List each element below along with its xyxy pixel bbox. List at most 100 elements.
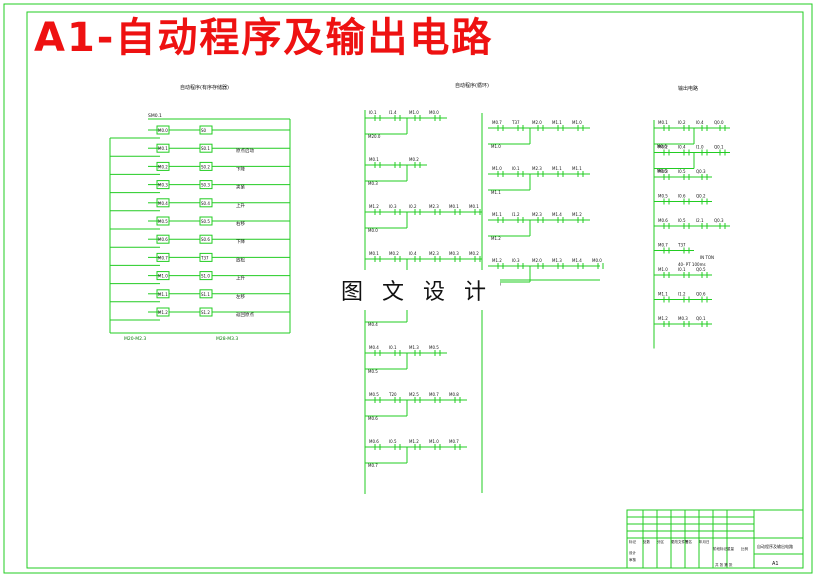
mid-left-contact-label: M1.0 xyxy=(429,439,439,444)
out-branch-label: M0.6 xyxy=(657,144,667,149)
out-contact-label: M1.1 xyxy=(658,292,668,297)
timer-in: IN TON xyxy=(700,255,714,260)
left-coil-label: S0 xyxy=(201,128,207,133)
out-contact-label: Q0.5 xyxy=(696,267,706,272)
left-contact-label: M0.3 xyxy=(158,183,168,188)
left-contact-label: M1.2 xyxy=(158,310,168,315)
title-block-label: 更改文件号 xyxy=(671,539,689,544)
out-contact-label: I0.6 xyxy=(678,194,686,199)
left-note: 放松 xyxy=(236,256,245,263)
left-coil-label: S0.6 xyxy=(201,237,210,242)
out-contact-label: I1.2 xyxy=(678,292,686,297)
mid-left-contact-label: M1.2 xyxy=(369,204,379,209)
title-block-label: 签名 xyxy=(685,539,692,544)
mid-left-contact-label: M1.0 xyxy=(409,110,419,115)
left-note: 原点启动 xyxy=(236,147,254,154)
out-contact-label: M0.2 xyxy=(658,145,668,150)
outer-border xyxy=(3,3,813,574)
out-contact-label: M0.1 xyxy=(658,120,668,125)
out-contact-label: M0.3 xyxy=(678,316,688,321)
section-title-middle: 自动程序(循环) xyxy=(455,82,489,89)
mid-left-contact-label: M0.8 xyxy=(449,392,459,397)
mid-right-contact-label: M1.3 xyxy=(552,258,562,263)
mid-right-branch-label: M1.1 xyxy=(491,190,501,195)
out-contact-label: Q0.1 xyxy=(714,145,724,150)
title-block-row-label: 审核 xyxy=(629,557,637,562)
mid-right-contact-label: M1.1 xyxy=(552,166,562,171)
mid-right-contact-label: M1.1 xyxy=(552,120,562,125)
mid-left-contact-label: M0.2 xyxy=(389,251,399,256)
out-contact-label: M0.5 xyxy=(658,194,668,199)
mid-right-contact-label: M1.2 xyxy=(572,212,582,217)
left-contact-label: M0.4 xyxy=(158,201,168,206)
left-contact-label: M0.5 xyxy=(158,219,168,224)
mid-right-branch-label: M1.2 xyxy=(491,236,501,241)
left-coil-label: S1.0 xyxy=(201,274,210,279)
mid-left-contact-label: I0.5 xyxy=(389,439,397,444)
section-title-left: 自动程序(有序存储器) xyxy=(180,84,229,91)
left-footer-right: M28-M3.3 xyxy=(216,336,238,342)
title-block-stage-label: 重量 xyxy=(727,546,735,551)
mid-left-branch-label: M0.5 xyxy=(368,369,378,374)
out-contact-label: I0.5 xyxy=(678,218,686,223)
mid-left-contact-label: M2.3 xyxy=(429,204,439,209)
mid-left-contact-label: M0.7 xyxy=(449,439,459,444)
left-note: 夹紧 xyxy=(236,184,245,191)
title-block-row-label: 设计 xyxy=(629,550,637,555)
title-block-label: 标记 xyxy=(629,539,637,544)
mid-right-contact-label: M1.1 xyxy=(572,166,582,171)
left-coil-label: S0.1 xyxy=(201,146,210,151)
mid-right-contact-label: M1.4 xyxy=(572,258,582,263)
left-note: 右移 xyxy=(236,220,245,227)
title-block xyxy=(626,509,804,569)
mid-left-contact-label: I0.2 xyxy=(409,204,417,209)
mid-right-contact-label: M1.0 xyxy=(572,120,582,125)
left-note: 上升 xyxy=(236,275,245,282)
mid-right-contact-label: M1.4 xyxy=(552,212,562,217)
mid-right-contact-label: I1.2 xyxy=(512,212,520,217)
out-branch-label: M0.6 xyxy=(657,169,667,174)
timer-note: 40- PT 100ms xyxy=(678,262,706,267)
out-contact-label: Q0.3 xyxy=(714,218,724,223)
left-coil-label: S0.3 xyxy=(201,183,210,188)
out-contact-label: Q0.3 xyxy=(696,169,706,174)
mid-right-contact-label: M2.0 xyxy=(532,120,542,125)
left-contact-label: M0.6 xyxy=(158,237,168,242)
mid-left-contact-label: I0.4 xyxy=(409,251,417,256)
mid-right-contact-label: I0.1 xyxy=(512,166,520,171)
out-contact-label: I0.5 xyxy=(678,169,686,174)
mid-right-contact-label: M0.7 xyxy=(492,120,502,125)
mid-left-contact-label: I0.1 xyxy=(389,345,397,350)
out-contact-label: I0.2 xyxy=(678,120,686,125)
mid-left-contact-label: M2.5 xyxy=(409,392,419,397)
mid-left-contact-label: T20 xyxy=(388,392,397,397)
left-contact-label: M1.1 xyxy=(158,292,168,297)
title-block-label: 年月日 xyxy=(699,539,710,544)
watermark: 图 文 设 计 xyxy=(333,270,500,310)
out-contact-label: I0.1 xyxy=(678,267,686,272)
left-coil-label: S0.2 xyxy=(201,164,210,169)
mid-left-contact-label: M0.0 xyxy=(429,110,439,115)
mid-left-branch-label: M0.3 xyxy=(368,181,378,186)
mid-right-contact-label: T37 xyxy=(511,120,520,125)
left-contact-label: M0.2 xyxy=(158,164,168,169)
mid-left-contact-label: M0.1 xyxy=(469,204,479,209)
mid-left-contact-label: M1.2 xyxy=(409,439,419,444)
mid-right-branch-label: M1.0 xyxy=(491,144,501,149)
left-coil-label: S1.2 xyxy=(201,310,210,315)
mid-left-contact-label: M0.2 xyxy=(469,251,479,256)
mid-right-contact-label: I0.3 xyxy=(512,258,520,263)
left-coil-label: S0.5 xyxy=(201,219,210,224)
mid-left-contact-label: I1.4 xyxy=(389,110,397,115)
mid-right-contact-label: M2.3 xyxy=(532,166,542,171)
mid-left-contact-label: M0.6 xyxy=(369,439,379,444)
left-coil-label: S0.4 xyxy=(201,201,210,206)
mid-right-contact-label: M1.2 xyxy=(492,258,502,263)
out-contact-label: M1.0 xyxy=(658,267,668,272)
out-contact-label: I2.1 xyxy=(696,218,704,223)
out-contact-label: M0.7 xyxy=(658,243,668,248)
left-contact-label: M1.0 xyxy=(158,274,168,279)
mid-left-branch-label: M20.0 xyxy=(368,134,381,139)
mid-left-contact-label: M0.7 xyxy=(429,392,439,397)
